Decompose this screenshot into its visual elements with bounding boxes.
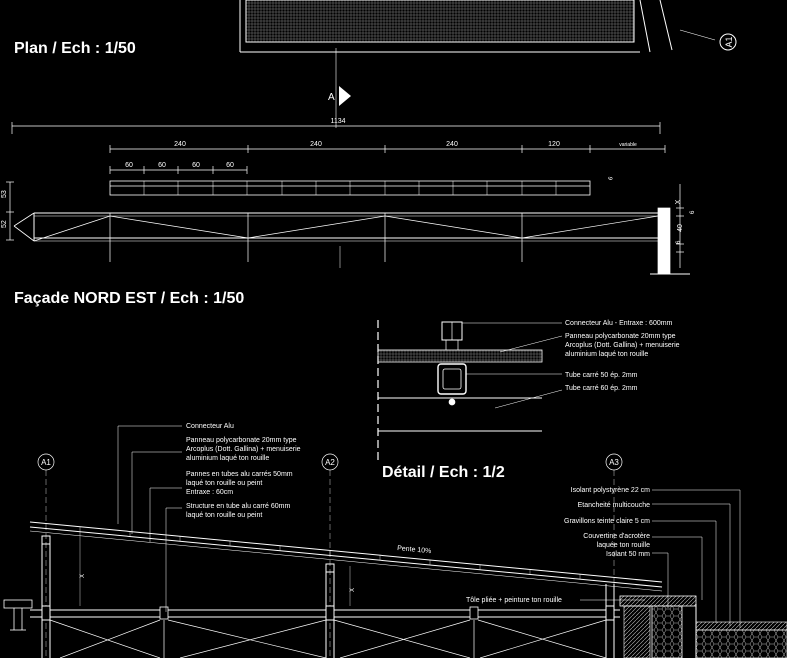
label-etancheite: Etancheité multicouche	[578, 502, 650, 509]
section-lower-braces	[49, 619, 607, 658]
section-view	[3, 425, 787, 658]
roof-panel-ticks	[79, 527, 581, 579]
dimension-60-2: 60	[158, 162, 166, 169]
label-connecteur-alu: Connecteur Alu	[186, 423, 234, 430]
dimension-240-1: 240	[174, 141, 186, 148]
plan-hatched-panel	[245, 0, 635, 43]
dimension-left-52: 52	[1, 220, 8, 228]
detail-tube-50	[437, 363, 467, 395]
dimension-small-6: 6	[608, 176, 615, 181]
label-pente: Pente 10%	[397, 545, 432, 555]
dimension-right-x: X	[675, 199, 682, 204]
roof-labels: Isolant polystyrène 22 cm Etancheité mul…	[564, 487, 650, 558]
facade-title: Façade NORD EST / Ech : 1/50	[14, 290, 245, 307]
detail-view	[377, 320, 563, 460]
dimension-variable: variable	[619, 142, 637, 148]
label-couvertine-1: Couvertine d'acrotère	[583, 533, 650, 540]
section-marker-arrow	[339, 86, 351, 106]
facade-panel-mullions	[143, 181, 557, 195]
axis-label-a1-top: A1	[724, 36, 734, 47]
axis-labels: A1 A2 A3	[41, 458, 619, 467]
detail-labels: Connecteur Alu - Entraxe : 600mm Panneau…	[565, 320, 680, 392]
label-structure-1: Structure en tube alu carré 60mm	[186, 503, 290, 510]
label-structure-2: laqué ton rouille ou peint	[186, 512, 262, 519]
axis-label-a1: A1	[41, 458, 51, 467]
dimension-left-53: 53	[1, 190, 8, 198]
detail-panel	[377, 349, 543, 363]
label-tole: Tôle pliée + peinture ton rouille	[466, 597, 562, 604]
dimension-60-4: 60	[226, 162, 234, 169]
dimension-60-3: 60	[192, 162, 200, 169]
label-pannes-2: laqué ton rouille ou peint	[186, 480, 262, 487]
truss-diagonals	[33, 213, 659, 262]
label-couvertine-2: laquée ton rouille	[597, 542, 650, 549]
dimension-240-2: 240	[310, 141, 322, 148]
label-pannes-3: Entraxe : 60cm	[186, 489, 233, 496]
dimension-240-3: 240	[446, 141, 458, 148]
section-labels: Connecteur Alu Panneau polycarbonate 20m…	[80, 423, 562, 604]
axis-label-a2: A2	[325, 458, 335, 467]
detail-title: Détail / Ech : 1/2	[382, 464, 505, 481]
label-pannes-1: Pannes en tubes alu carrés 50mm	[186, 471, 293, 478]
plan-title: Plan / Ech : 1/50	[14, 40, 136, 57]
label-x-left: X	[80, 574, 86, 578]
facade-view: 1134 240 240 240 120 variable 60 60 60 6…	[1, 118, 696, 275]
label-isolant-polystyrene: Isolant polystyrène 22 cm	[571, 487, 651, 494]
label-panneau-2: Arcoplus (Dott. Gallina) + menuiserie	[186, 446, 301, 453]
dimension-right-6b: 6	[676, 240, 682, 244]
label-x-mid: X	[350, 588, 356, 592]
detail-label-tube50: Tube carré 50 ép. 2mm	[565, 372, 638, 379]
label-panneau-3: aluminium laqué ton rouille	[186, 455, 269, 462]
label-isolant-50: Isolant 50 mm	[606, 551, 650, 558]
section-marker-label: A	[328, 92, 335, 103]
detail-bolt	[448, 398, 456, 406]
dimension-right-6a: 6	[690, 210, 696, 214]
detail-label-panel-3: aluminium laqué ton rouille	[565, 351, 648, 358]
dimension-total: 1134	[330, 118, 345, 125]
label-panneau-1: Panneau polycarbonate 20mm type	[186, 437, 297, 444]
detail-label-panel-1: Panneau polycarbonate 20mm type	[565, 333, 676, 340]
axis-bubble-a1-top	[719, 33, 737, 51]
dimension-120: 120	[548, 141, 560, 148]
plan-view: A1 A	[239, 0, 737, 128]
dimension-right-40: 40	[677, 224, 684, 232]
label-gravillons: Gravillons teinte claire 5 cm	[564, 518, 650, 525]
axis-label-a3: A3	[609, 458, 619, 467]
parapet-insulation	[651, 605, 683, 658]
detail-label-panel-2: Arcoplus (Dott. Gallina) + menuiserie	[565, 342, 680, 349]
detail-label-connector: Connecteur Alu - Entraxe : 600mm	[565, 320, 673, 327]
detail-label-tube60: Tube carré 60 ép. 2mm	[565, 385, 638, 392]
dimension-60-1: 60	[125, 162, 133, 169]
